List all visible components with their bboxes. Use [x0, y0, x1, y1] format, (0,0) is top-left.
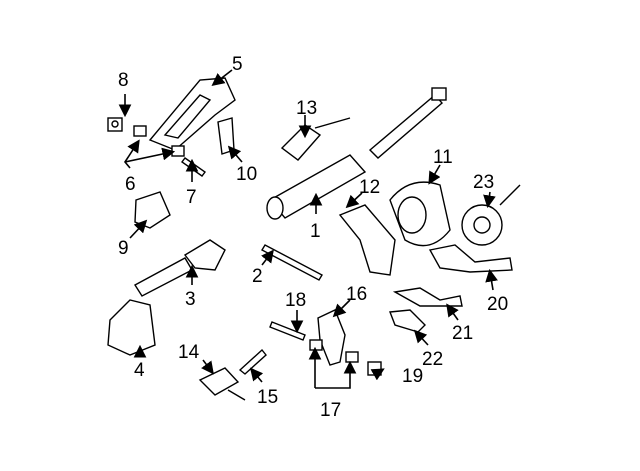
part-19-nut	[367, 361, 382, 376]
part-23-clockspring	[461, 184, 521, 246]
callout-14: 14	[178, 342, 200, 363]
part-7-bolt	[181, 157, 206, 177]
part-shaft	[368, 87, 447, 159]
callout-1: 1	[310, 221, 321, 242]
part-18-bolt	[269, 321, 306, 341]
callout-11: 11	[433, 147, 453, 168]
callout-16: 16	[346, 284, 367, 305]
callout-6: 6	[125, 174, 136, 195]
callout-21: 21	[452, 323, 473, 344]
part-21-switch	[392, 287, 463, 307]
part-4-boot	[107, 299, 156, 356]
callout-5: 5	[232, 54, 243, 75]
callout-12: 12	[359, 177, 380, 198]
callout-23: 23	[473, 172, 494, 193]
part-20-switch	[428, 244, 513, 273]
part-10-bracket	[217, 117, 235, 155]
callout-15: 15	[257, 387, 278, 408]
part-22-switch	[389, 309, 426, 333]
part-1-column-tube	[266, 154, 367, 220]
callout-22: 22	[422, 349, 443, 370]
part-16-bracket	[317, 309, 346, 366]
callout-19: 19	[402, 366, 423, 387]
part-13-switch	[280, 117, 351, 161]
callout-9: 9	[118, 238, 129, 259]
part-9-bracket	[134, 191, 171, 229]
callout-4: 4	[134, 360, 145, 381]
part-15-bolt	[238, 348, 267, 375]
callout-17: 17	[320, 400, 341, 421]
part-2-rod	[261, 244, 323, 281]
callout-8: 8	[118, 70, 129, 91]
callout-20: 20	[487, 294, 508, 315]
part-11-lower-shroud	[389, 181, 451, 247]
callout-18: 18	[285, 290, 306, 311]
callout-3: 3	[185, 289, 196, 310]
part-14-sensor	[198, 367, 246, 401]
callout-7: 7	[186, 187, 197, 208]
callout-arrows	[118, 69, 498, 389]
part-8-nut	[107, 117, 123, 132]
callout-13: 13	[296, 98, 317, 119]
callout-10: 10	[236, 164, 257, 185]
callout-2: 2	[252, 266, 263, 287]
part-3-lower-shaft	[134, 239, 226, 297]
part-12-cover	[338, 204, 396, 276]
